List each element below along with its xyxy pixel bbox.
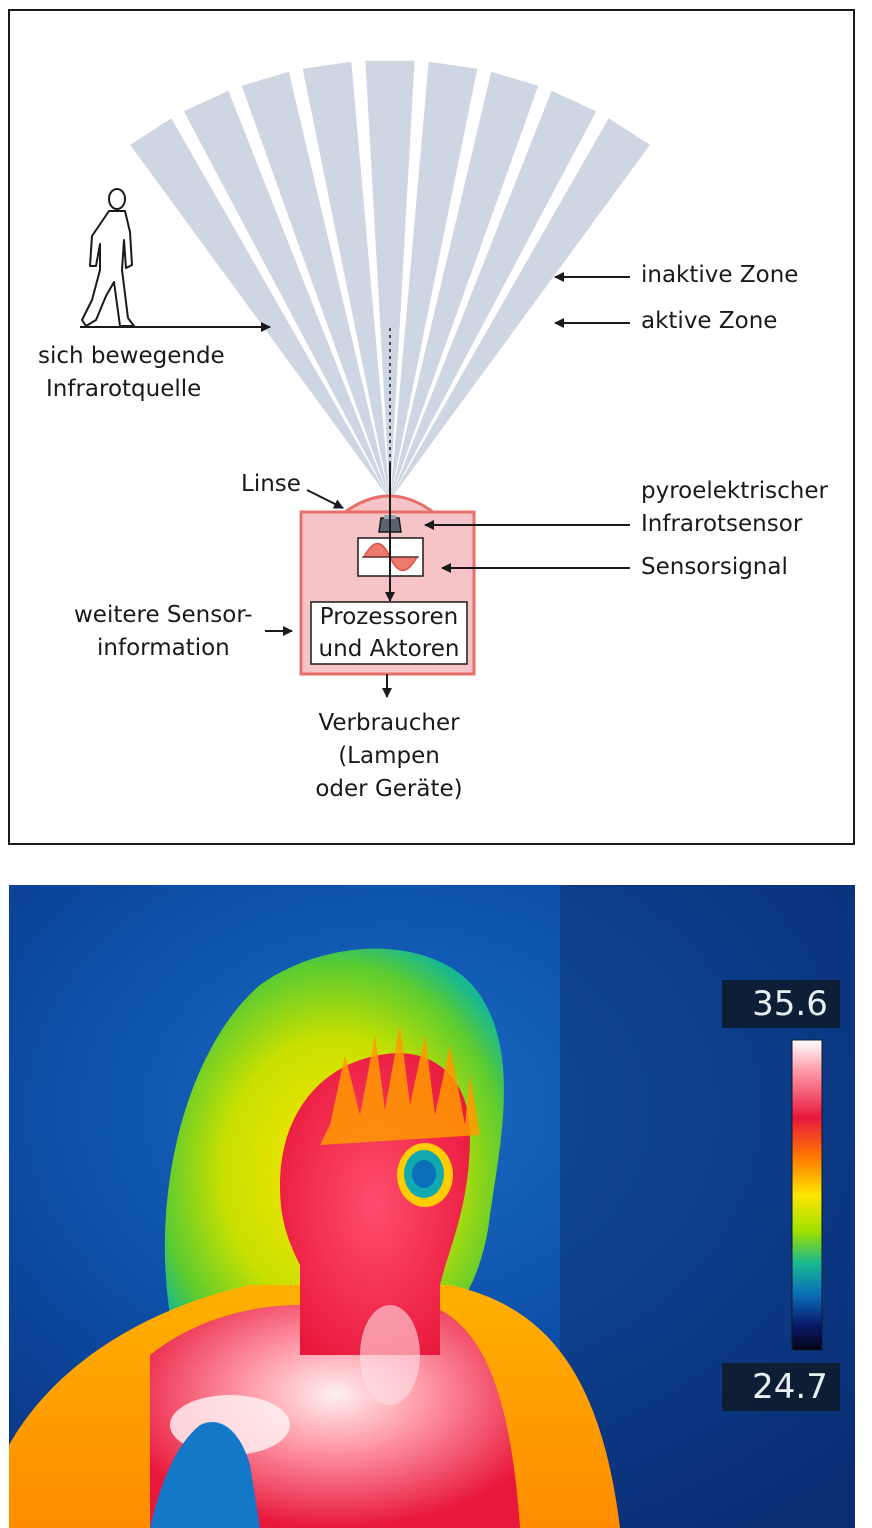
detection-zones <box>130 60 650 501</box>
further-info-line1: weitere Sensor- <box>74 602 253 628</box>
detection-zone-beam <box>390 118 650 500</box>
sensor-label-line1: pyroelektrischer <box>641 478 828 504</box>
processor-label-line2: und Aktoren <box>319 636 460 662</box>
thermal-image: 35.6 24.7 <box>9 885 855 1528</box>
walking-person-icon <box>81 188 135 327</box>
scale-gradient-bar <box>791 1039 823 1351</box>
signal-label: Sensorsignal <box>641 554 788 580</box>
processor-box <box>310 601 468 665</box>
thermal-eye-inner <box>412 1160 436 1188</box>
detection-zone-beam <box>302 61 390 500</box>
active-zone-label: aktive Zone <box>641 308 777 334</box>
scale-min-box <box>722 1363 840 1411</box>
scale-max-value: 35.6 <box>752 984 828 1024</box>
thermal-hand <box>150 1421 260 1528</box>
lens-label: Linse <box>241 471 301 497</box>
detection-zone-beam <box>390 90 597 501</box>
thermal-hotspot-neck <box>360 1305 420 1405</box>
detection-zone-beam <box>390 71 539 501</box>
thermal-hair-strands <box>320 1025 480 1145</box>
processor-label-line1: Prozessoren <box>320 604 458 630</box>
consumer-label-line3: oder Geräte) <box>315 776 462 802</box>
further-info-line2: information <box>97 635 230 661</box>
detection-zone-beam <box>183 90 390 501</box>
source-label-line1: sich bewegende <box>38 343 225 369</box>
consumer-label-line2: (Lampen <box>338 743 440 769</box>
source-label-line2: Infrarotquelle <box>46 376 201 402</box>
consumer-label-line1: Verbraucher <box>318 710 460 736</box>
detection-zone-beam <box>390 61 478 500</box>
scale-max-box <box>722 980 840 1028</box>
detection-zone-beam <box>130 118 390 500</box>
detection-zone-beam <box>241 71 390 501</box>
scale-min-value: 24.7 <box>752 1367 828 1407</box>
sensor-label-line2: Infrarotsensor <box>641 511 803 537</box>
pir-sensor-diagram: sich bewegende Infrarotquelle inaktive Z… <box>8 9 855 845</box>
lens-arrow <box>306 489 344 509</box>
inactive-zone-label: inaktive Zone <box>641 262 798 288</box>
detection-zone-beam <box>365 60 415 500</box>
